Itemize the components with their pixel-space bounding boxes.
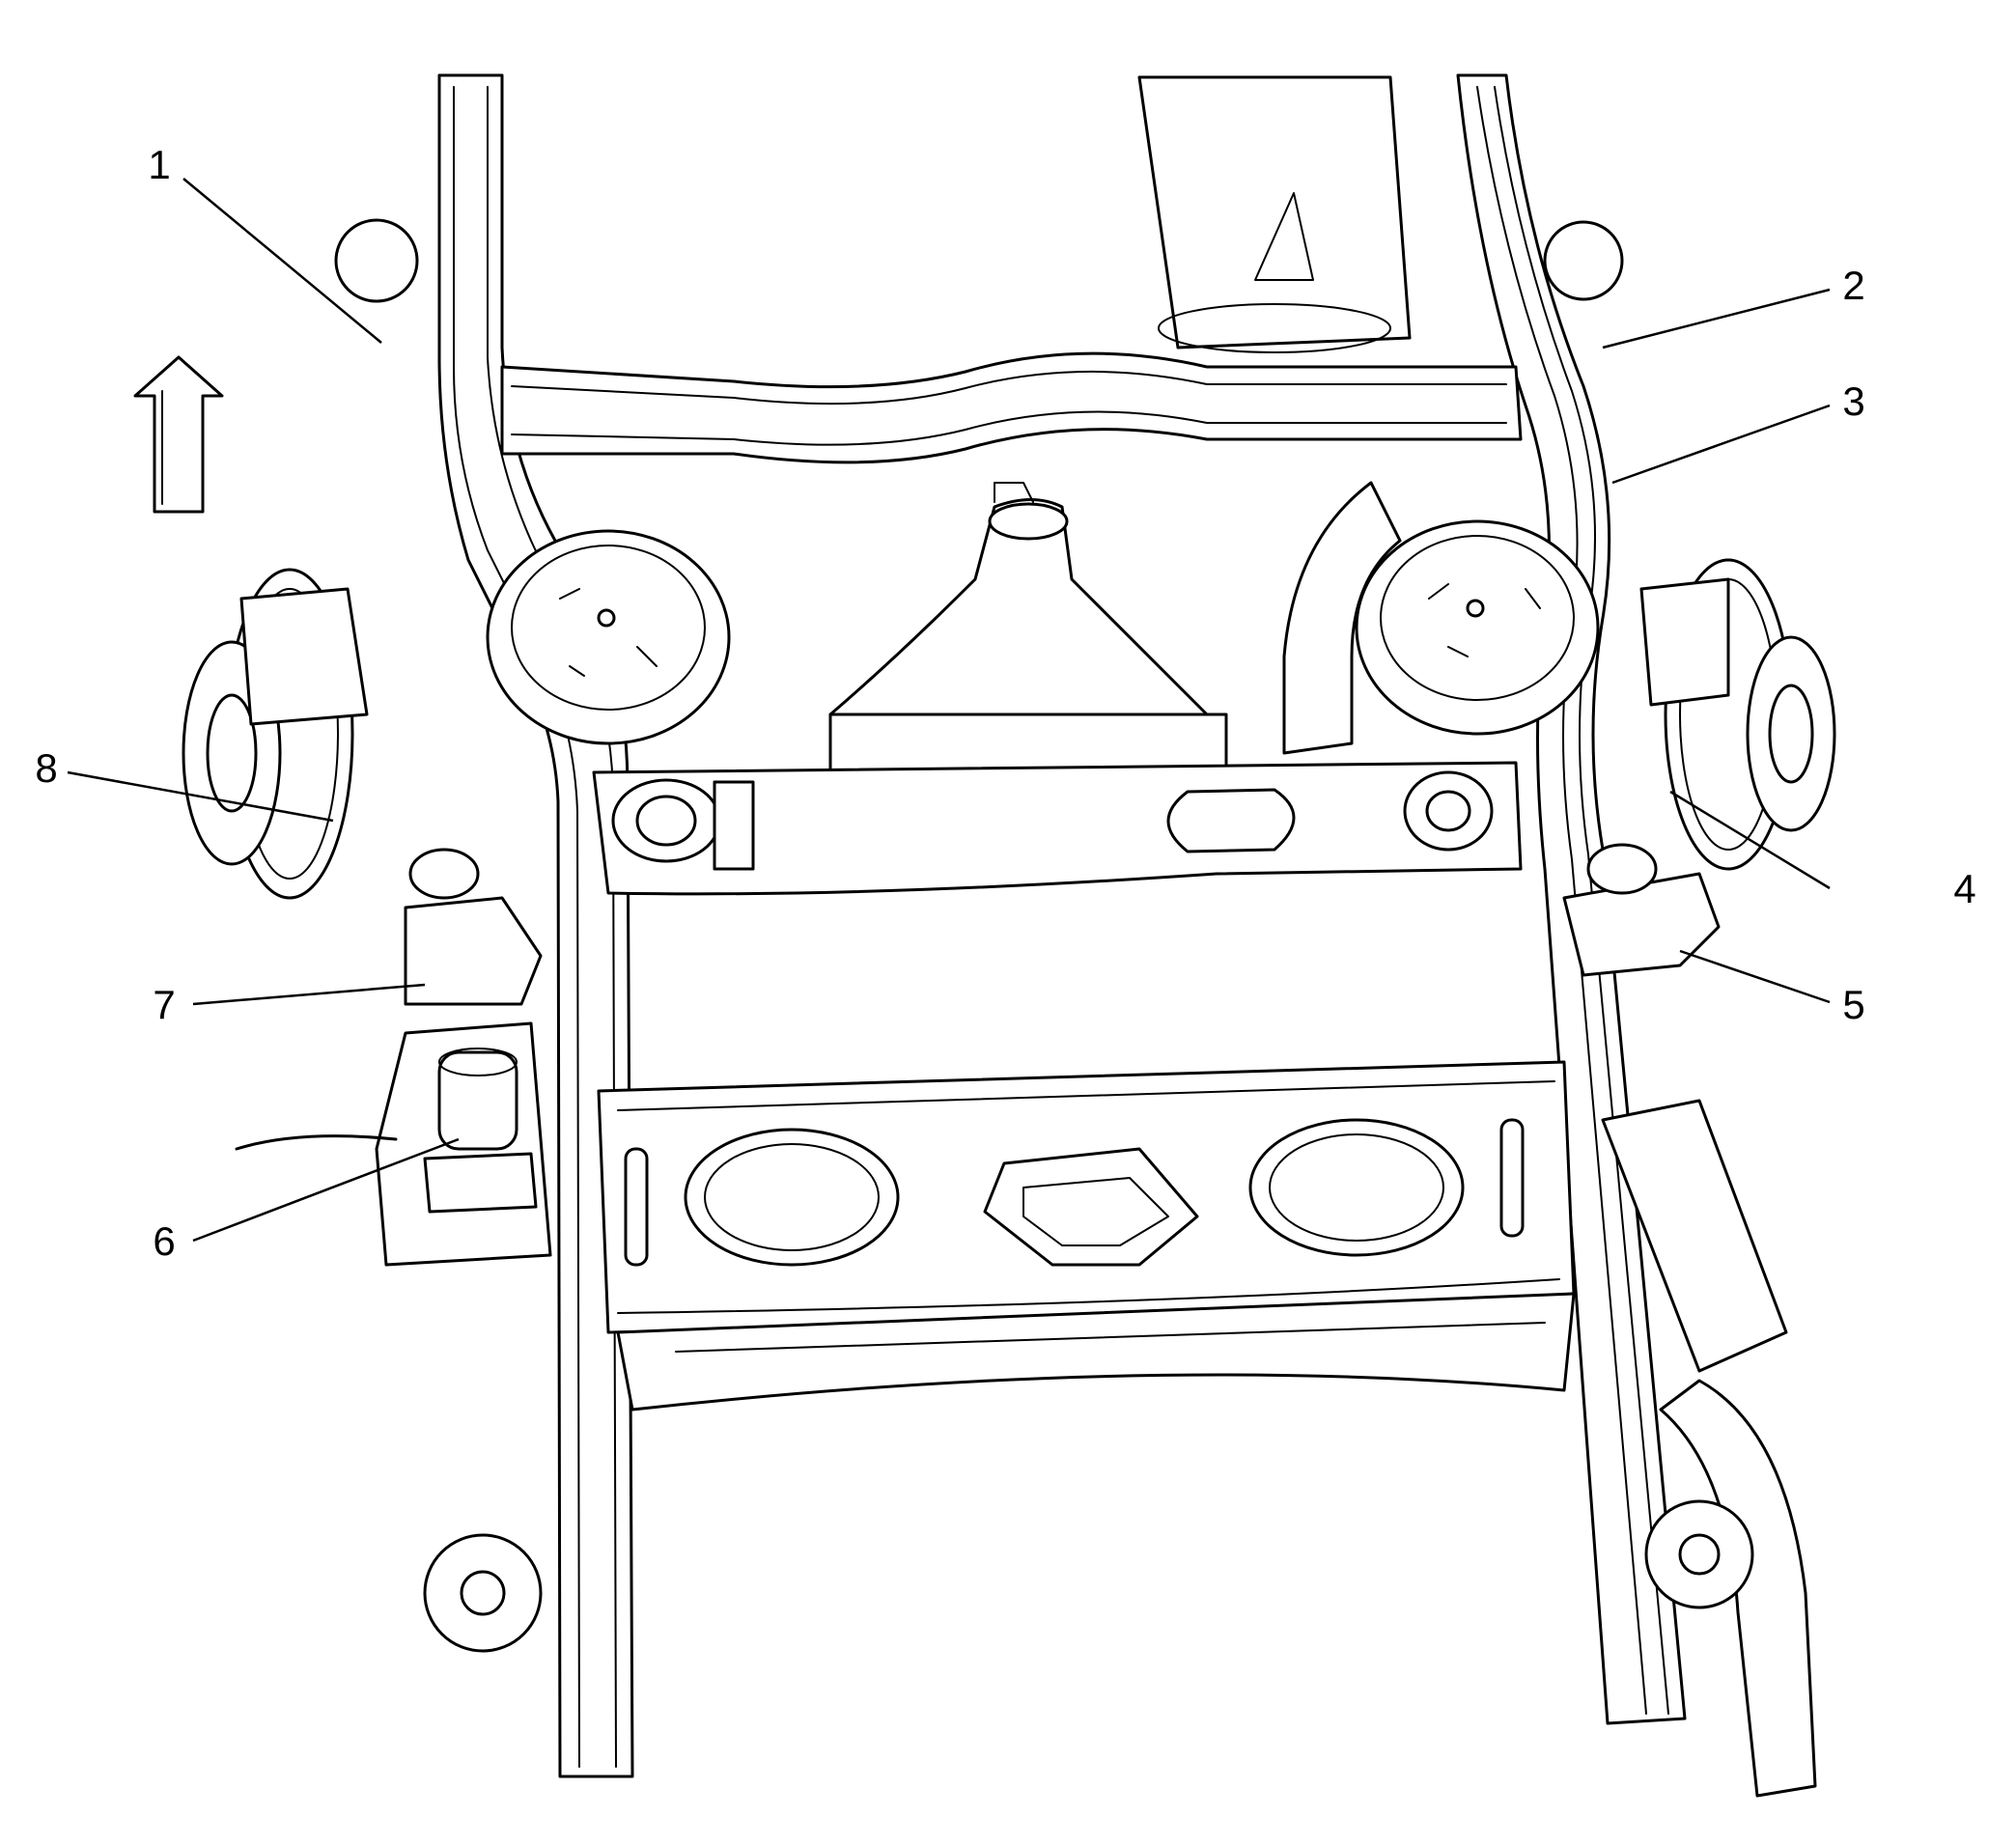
frame-left-rail (437, 73, 634, 1778)
left-shock-mount (404, 848, 543, 1006)
right-shock-mount (1562, 843, 1721, 977)
air-compressor-assembly (235, 1021, 552, 1267)
callout-7: 7 (153, 982, 175, 1027)
callout-1: 1 (148, 142, 170, 187)
leader-lines (67, 178, 1831, 1243)
left-brake-rotor (182, 568, 369, 900)
callout-8: 8 (35, 745, 57, 791)
left-spring-seat (486, 529, 731, 745)
up-arrow-icon (133, 355, 224, 514)
right-spring-seat (1355, 519, 1600, 736)
upper-crossmember (500, 351, 1523, 464)
callout-6: 6 (153, 1218, 175, 1264)
exhaust-system (1137, 75, 1817, 1798)
callout-2: 2 (1842, 263, 1864, 308)
callout-3: 3 (1842, 378, 1864, 424)
middle-crossmember (592, 761, 1523, 896)
lower-crossmember (597, 1060, 1576, 1412)
right-brake-rotor (1639, 558, 1836, 871)
rear-axle-housing (828, 482, 1228, 774)
rear-frame-brackets (334, 218, 1754, 1653)
callout-4: 4 (1953, 866, 1975, 911)
callout-5: 5 (1842, 982, 1864, 1027)
